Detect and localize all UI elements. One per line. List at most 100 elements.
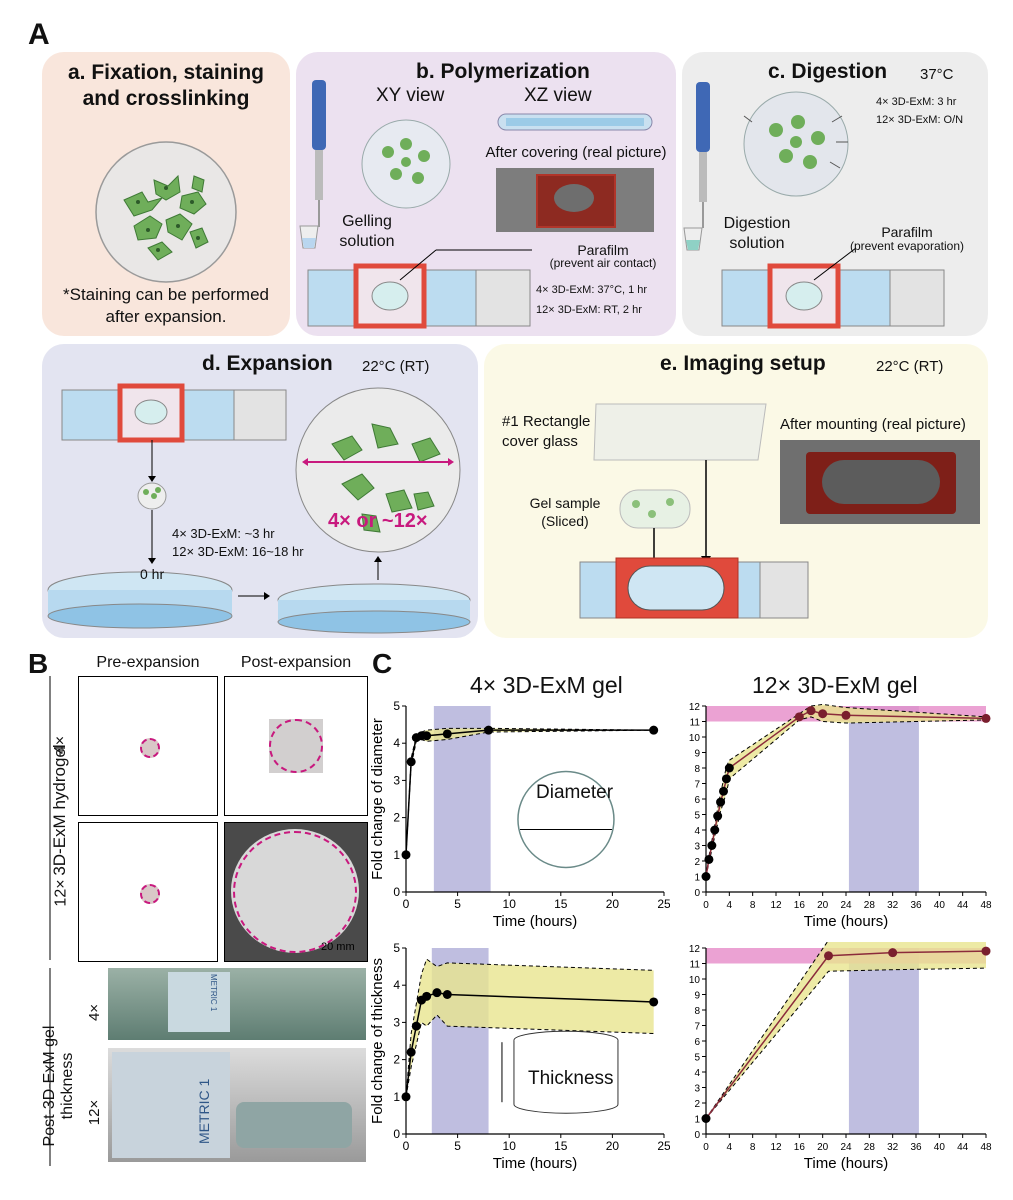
y-tick-label: 8: [694, 764, 700, 775]
data-point: [710, 825, 720, 835]
x-tick-label: 20: [606, 1139, 620, 1153]
parafilm-note: (prevent air contact): [549, 256, 657, 270]
y-tick-label: 4: [694, 826, 700, 837]
data-point: [422, 731, 432, 741]
data-point: [704, 854, 714, 864]
expansion-temp: 22°C (RT): [362, 358, 430, 375]
y-tick-label: 1: [393, 848, 400, 862]
panel-a-title: a. Fixation, staining and crosslinking: [67, 61, 265, 110]
x-tick-label: 40: [934, 1142, 946, 1153]
x-tick-label: 5: [454, 1139, 461, 1153]
y-tick-label: 2: [694, 1099, 700, 1110]
panel-e-title: e. Imaging setup: [660, 352, 826, 375]
section-c-letter: C: [372, 648, 393, 679]
xy-view-label: XY view: [376, 85, 445, 106]
digestion-temp: 37°C: [920, 66, 954, 83]
data-point: [484, 725, 494, 735]
x-tick-label: 12: [770, 1142, 782, 1153]
y-tick-label: 9: [694, 749, 700, 760]
y-tick-label: 4: [393, 736, 400, 750]
x-tick-label: 32: [887, 900, 899, 911]
confidence-envelope: [706, 942, 986, 1119]
shaded-window: [848, 948, 919, 1134]
x-tick-label: 25: [657, 1139, 670, 1153]
y-tick-label: 1: [694, 1115, 700, 1126]
y-tick-label: 2: [694, 857, 700, 868]
y-tick-label: 0: [694, 1130, 700, 1141]
after-covering-label: After covering (real picture): [485, 144, 667, 161]
x-tick-label: 4: [727, 900, 733, 911]
x-tick-label: 0: [703, 1142, 709, 1153]
cover-glass-label: #1 Rectangle cover glass: [502, 413, 591, 450]
x-tick-label: 48: [980, 900, 992, 911]
thickness-12x-photo: METRIC 1: [108, 1048, 366, 1162]
y-tick-label: 12: [689, 944, 701, 955]
parafilm-label: Parafilm: [577, 242, 629, 258]
row-4x-label: 4×: [52, 735, 70, 755]
row-12x-label: 12×: [52, 879, 70, 907]
x-tick-label: 25: [657, 897, 670, 911]
data-point: [716, 797, 726, 807]
x-axis-label: Time (hours): [493, 913, 577, 930]
digestion-cond-12x: 12× 3D-ExM: O/N: [876, 114, 964, 126]
y-tick-label: 10: [689, 975, 701, 986]
y-tick-label: 4: [694, 1068, 700, 1079]
x-tick-label: 32: [887, 1142, 899, 1153]
expansion-factor-label: 4× or ~12×: [328, 510, 428, 532]
digestion-parafilm-note: (prevent evaporation): [849, 239, 965, 253]
confidence-envelope: [406, 959, 654, 1097]
y-tick-label: 9: [694, 991, 700, 1002]
x-tick-label: 16: [794, 900, 806, 911]
panel-c-title: c. Digestion: [768, 60, 888, 83]
after-covering-photo: [496, 168, 654, 232]
x-tick-label: 0: [403, 897, 410, 911]
x-axis-label: Time (hours): [804, 913, 888, 930]
thickness-4x-label: 4×: [86, 1003, 104, 1022]
data-point: [411, 1021, 421, 1031]
upper-bound-line: [705, 942, 828, 1119]
section-b-side-labels: [49, 676, 51, 1166]
y-tick-label: 10: [689, 733, 701, 744]
x-tick-label: 20: [606, 897, 620, 911]
panel-e: e. Imaging setup 22°C (RT) #1 Rectangle …: [484, 344, 988, 638]
digestion-cond-4x: 4× 3D-ExM: 3 hr: [876, 96, 957, 108]
gel-sample-label: Gel sample (Sliced): [529, 495, 601, 529]
x-tick-label: 20: [817, 900, 829, 911]
x-tick-label: 15: [554, 897, 568, 911]
data-point: [724, 763, 734, 773]
polymerization-cond-4x: 4× 3D-ExM: 37°C, 1 hr: [536, 284, 648, 296]
xz-view-label: XZ view: [524, 85, 592, 106]
data-point: [841, 710, 851, 720]
cylinder-body: [513, 1040, 619, 1114]
data-point: [401, 850, 411, 860]
data-point: [649, 997, 659, 1007]
x-tick-label: 44: [957, 900, 969, 911]
y-tick-label: 0: [393, 1127, 400, 1141]
expansion-illustration: [47, 383, 471, 634]
thickness-12x-label: 12×: [86, 1099, 104, 1126]
thickness-inset-label: Thickness: [528, 1068, 614, 1089]
y-tick-label: 6: [694, 795, 700, 806]
y-tick-label: 5: [694, 1053, 700, 1064]
x-tick-label: 36: [910, 1142, 922, 1153]
pre-expansion-header: Pre-expansion: [96, 654, 200, 671]
chart-left-title: 4× 3D-ExM gel: [470, 672, 623, 698]
section-a-letter: A: [28, 18, 50, 51]
x-tick-label: 5: [454, 897, 461, 911]
data-point: [719, 786, 728, 796]
data-point: [981, 713, 991, 723]
x-tick-label: 48: [980, 1142, 992, 1153]
x-tick-label: 36: [910, 900, 922, 911]
data-point: [824, 951, 833, 961]
data-point: [406, 757, 416, 767]
post-expansion-header: Post-expansion: [240, 654, 352, 671]
lower-bound-line: [405, 1014, 654, 1097]
x-tick-label: 12: [770, 900, 782, 911]
x-tick-label: 10: [503, 1139, 517, 1153]
panel-b: b. Polymerization XY view XZ view After …: [296, 52, 676, 336]
panel-d-title: d. Expansion: [202, 352, 333, 375]
data-point: [649, 725, 659, 735]
lower-bound-line: [705, 716, 987, 877]
imaging-setup-illustration: [579, 403, 809, 619]
